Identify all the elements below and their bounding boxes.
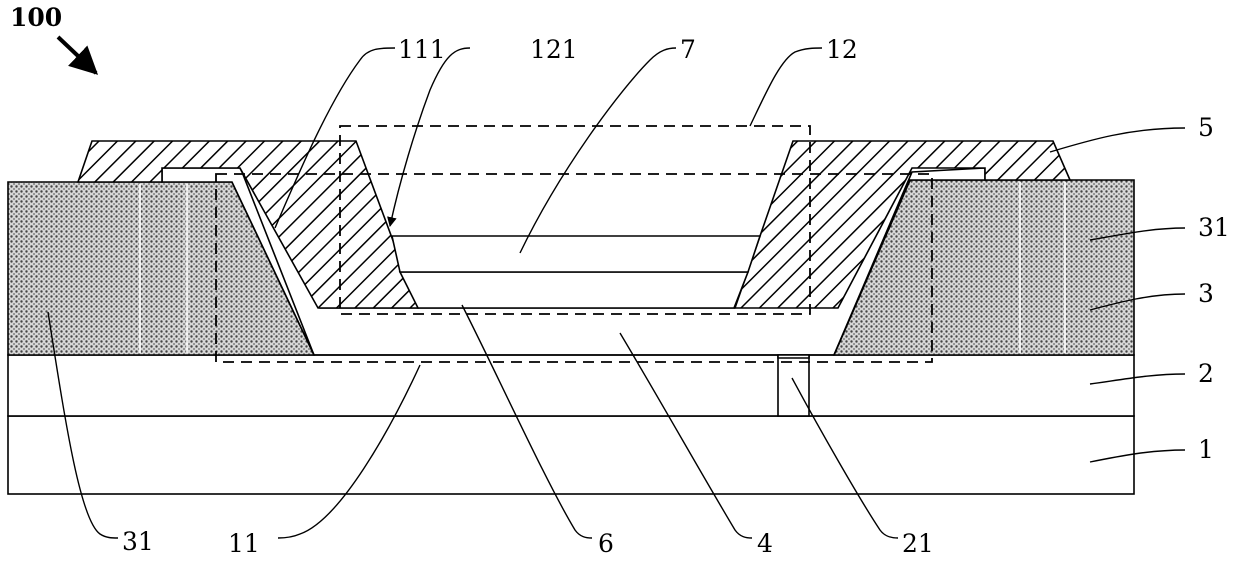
label-12: 12 [826,35,858,64]
label-111: 111 [398,35,446,64]
label-21: 21 [902,529,934,558]
label-6: 6 [598,529,614,558]
label-31-right: 31 [1198,213,1230,242]
layer-2 [8,355,1134,416]
label-5: 5 [1198,113,1214,142]
label-100: 100 [10,3,62,32]
arrow-100 [58,37,96,73]
label-2: 2 [1198,359,1214,388]
layer-1-substrate [8,416,1134,494]
label-3: 3 [1198,279,1214,308]
label-1: 1 [1198,435,1214,464]
label-121: 121 [530,35,578,64]
label-4: 4 [757,529,773,558]
via-21 [778,355,809,416]
label-7: 7 [680,35,696,64]
arrow-121 [390,48,470,226]
label-31-left: 31 [122,527,154,556]
layer-7 [392,236,760,272]
layer-6 [400,272,748,308]
label-11: 11 [228,529,260,558]
